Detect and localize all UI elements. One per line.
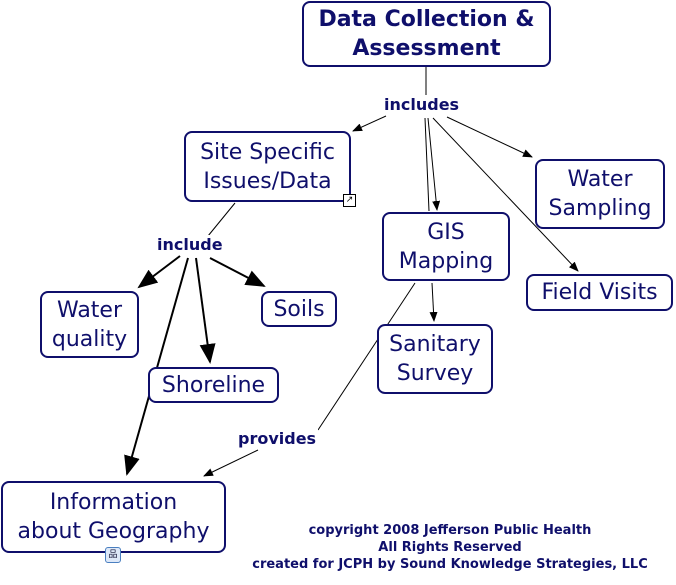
copyright-line-3: created for JCPH by Sound Knowledge Stra… <box>252 557 648 572</box>
node-shoreline[interactable]: Shoreline <box>148 367 279 403</box>
line-to-gis-2 <box>424 117 430 212</box>
copyright-line-2: All Rights Reserved <box>378 540 522 555</box>
arrow-to-info <box>203 449 259 477</box>
node-field-visits[interactable]: Field Visits <box>526 274 673 311</box>
line-gis-provides <box>317 282 416 431</box>
arrow-to-water-sampling <box>446 116 533 158</box>
arrow-to-field-visits <box>432 117 579 272</box>
arrow-to-site-specific <box>352 115 387 132</box>
node-site-specific[interactable]: Site Specific Issues/Data <box>184 131 351 202</box>
arrow-to-soils <box>209 257 266 287</box>
arrow-to-gis <box>427 117 441 211</box>
external-link-icon[interactable]: ↗ <box>343 194 356 207</box>
node-sanitary-survey[interactable]: Sanitary Survey <box>377 324 493 394</box>
copyright-line-1: copyright 2008 Jefferson Public Health <box>308 523 592 538</box>
link-label-include: include <box>155 235 225 254</box>
line-site-include <box>207 202 236 237</box>
arrow-to-sanitary <box>429 282 438 322</box>
node-data-collection[interactable]: Data Collection & Assessment <box>302 1 551 67</box>
concept-map-link-icon[interactable]: 品 <box>105 547 121 563</box>
link-label-provides: provides <box>236 429 319 448</box>
copyright-notice: copyright 2008 Jefferson Public Health A… <box>220 522 676 573</box>
node-water-quality[interactable]: Water quality <box>40 291 139 358</box>
arrow-include-to-info <box>124 257 189 476</box>
node-soils[interactable]: Soils <box>261 291 337 327</box>
arrow-to-water-quality <box>137 255 181 289</box>
arrow-to-shoreline <box>195 257 216 364</box>
node-water-sampling[interactable]: Water Sampling <box>535 159 665 229</box>
node-info-geography[interactable]: Information about Geography <box>1 481 226 553</box>
node-gis-mapping[interactable]: GIS Mapping <box>382 212 510 281</box>
link-label-includes: includes <box>382 95 462 114</box>
